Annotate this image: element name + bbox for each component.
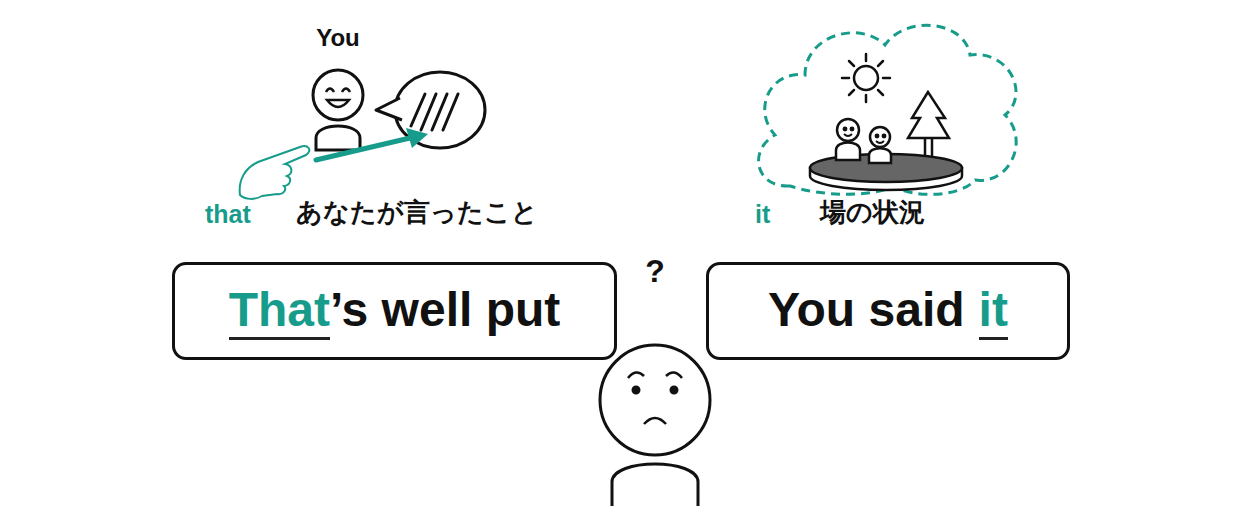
situation-cloud (759, 25, 1017, 194)
question-mark: ? (645, 252, 665, 290)
speaker-name: You (316, 24, 360, 53)
phrase-row: You said it (768, 282, 1008, 340)
keyword-label: that (205, 199, 251, 229)
phrase-box: That’s well put (172, 262, 617, 360)
phrase-text: You said (768, 282, 964, 337)
phrase-row: That’s well put (229, 282, 561, 340)
speech-bubble (376, 72, 485, 148)
phrase-text: ’s well put (330, 282, 560, 337)
meaning-label: あなたが言ったこと (296, 197, 538, 228)
keyword-text: it (979, 282, 1008, 340)
confused-figure (600, 345, 710, 506)
keyword-label: it (755, 199, 770, 229)
keyword-text: That (229, 282, 330, 340)
meaning-label: 場の状況 (820, 197, 925, 228)
phrase-box: You said it (706, 262, 1070, 360)
speaker-figure (313, 70, 363, 150)
pointing-hand (240, 128, 428, 199)
